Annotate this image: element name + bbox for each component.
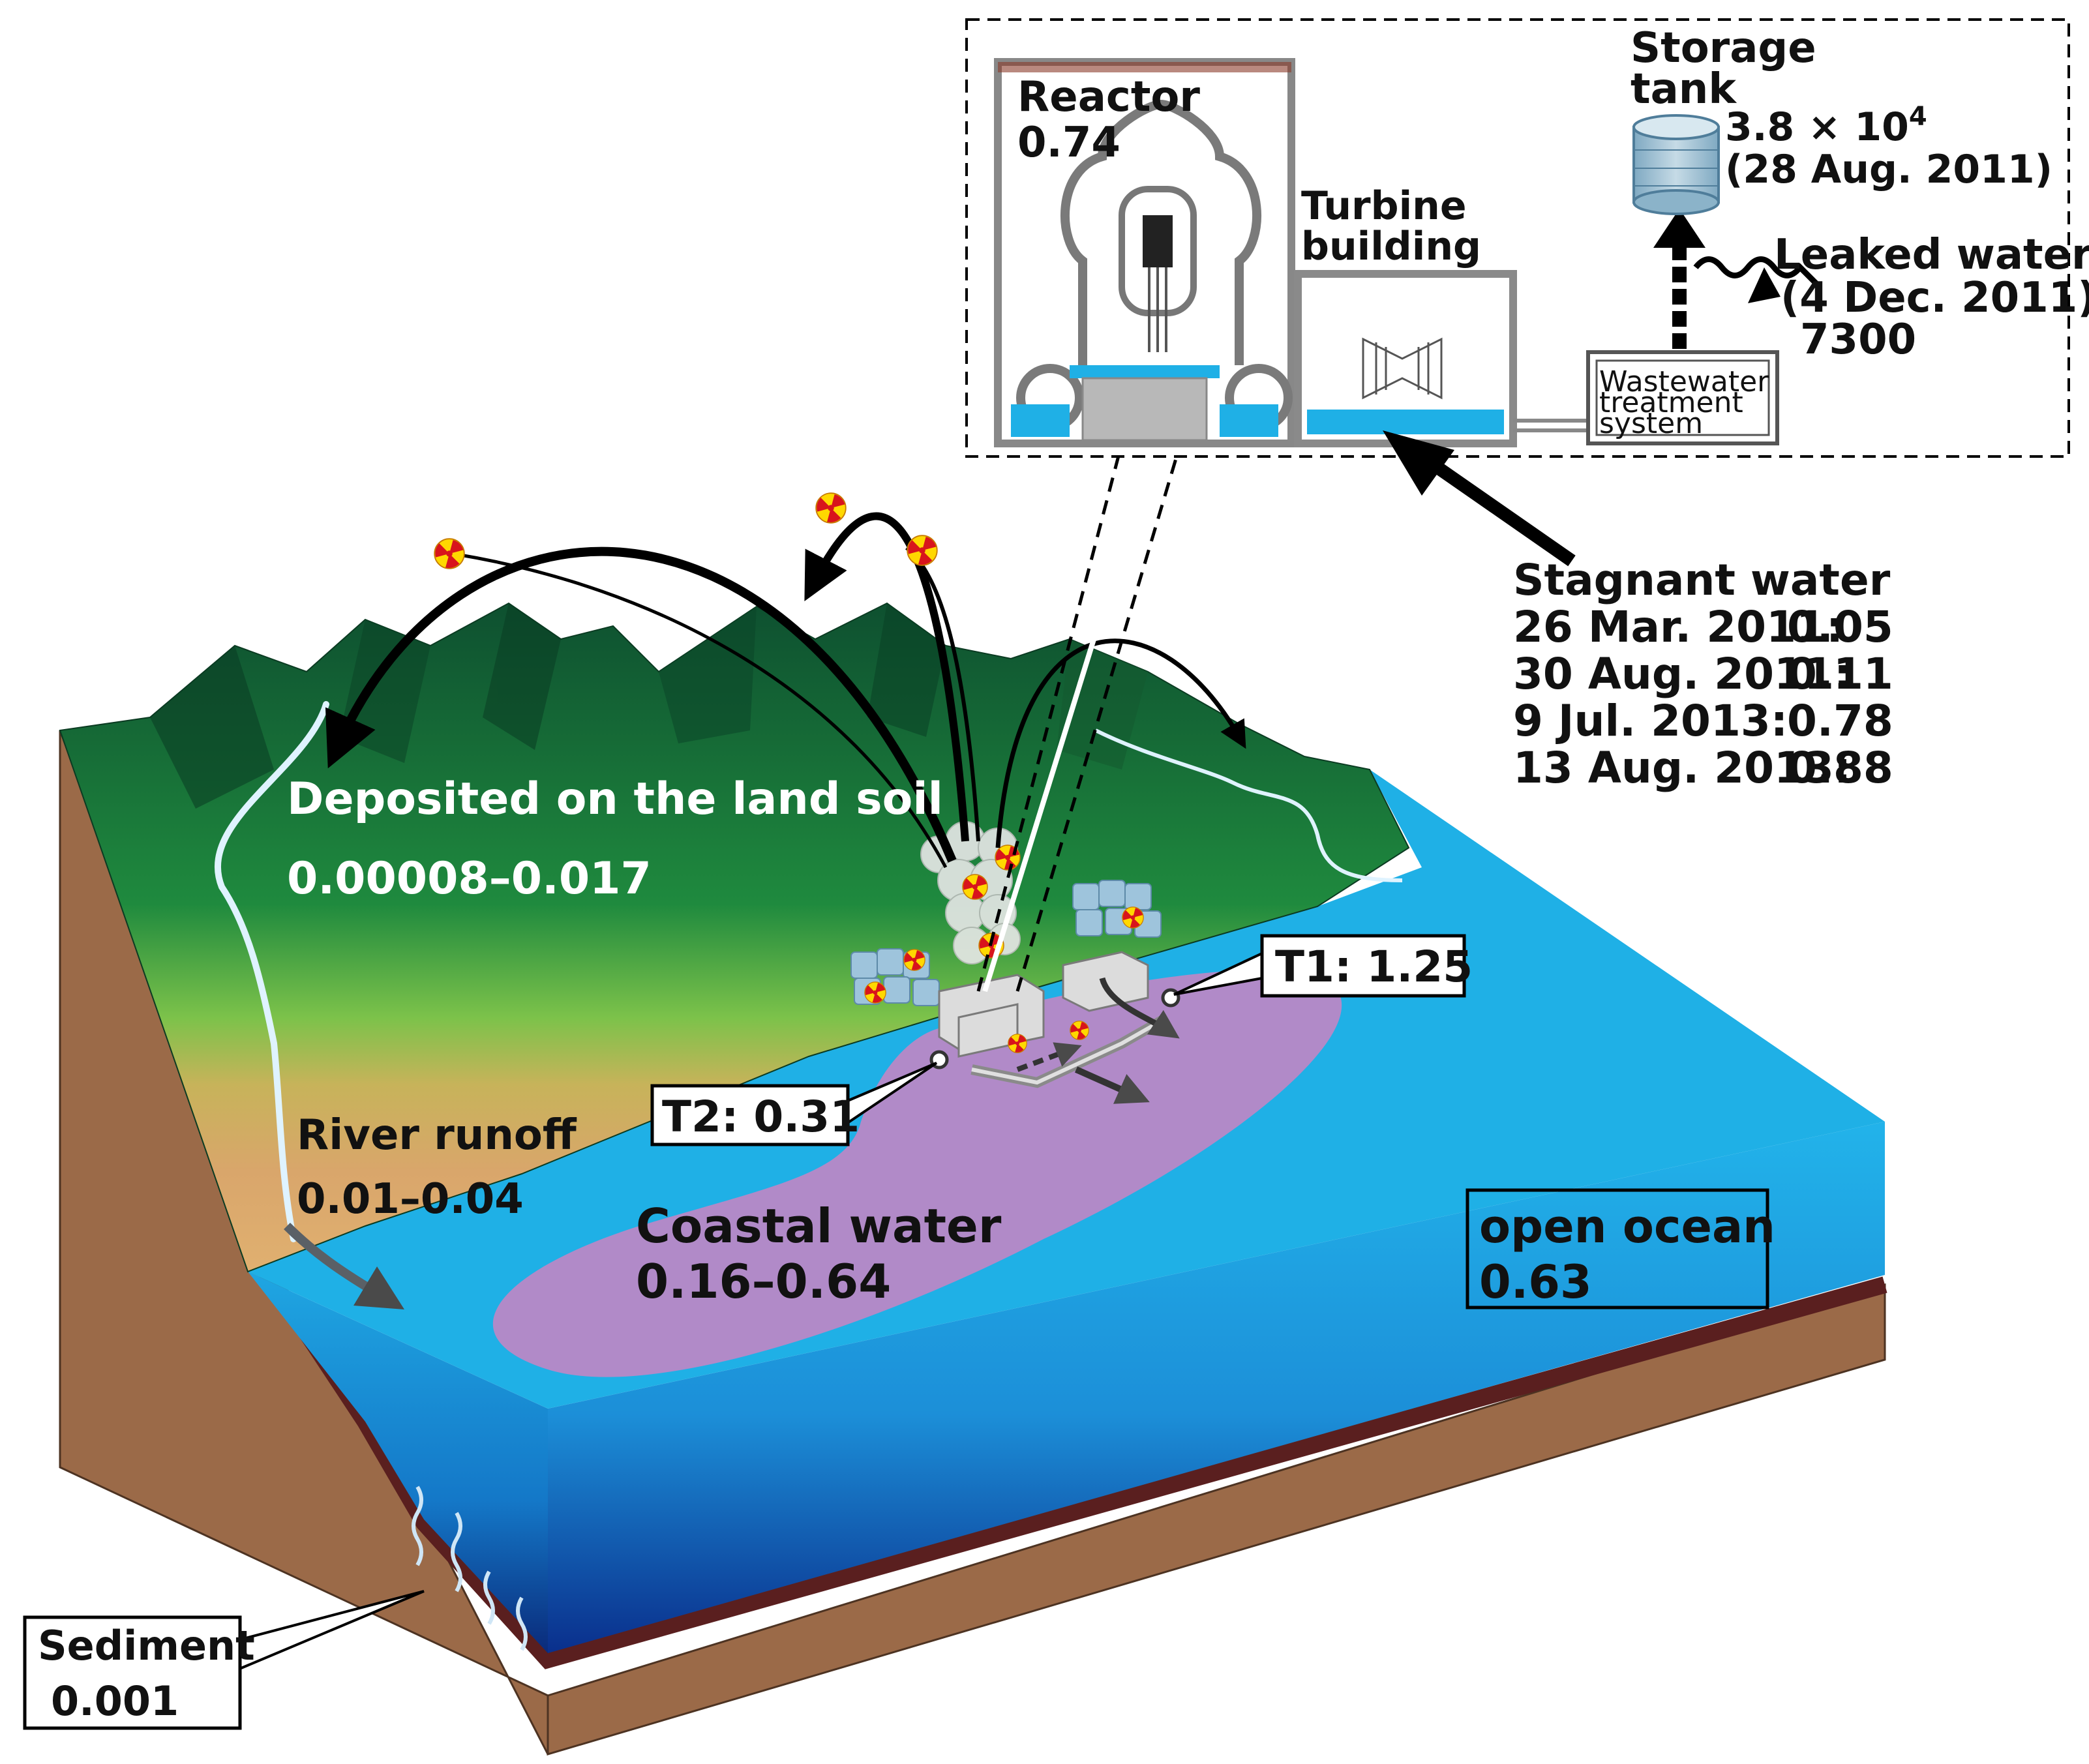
ocean-front-face: [548, 1122, 1885, 1653]
deposition-arc-left: [325, 546, 957, 863]
stagnant-row-value-3: 0.88: [1787, 743, 1893, 793]
wastewater-line-2: treatment: [1599, 386, 1743, 419]
earth-bottom-face: [547, 1283, 1886, 1756]
sediment-pointer: [237, 1590, 425, 1672]
leak-arrow: [1693, 256, 1822, 290]
turbine-title-2: building: [1301, 224, 1481, 269]
river-right: [1094, 728, 1403, 882]
storage-tank-value: 3.8 × 104: [1725, 102, 1927, 150]
ocean-side-face: [248, 1272, 548, 1653]
open-ocean-value: 0.63: [1479, 1255, 1592, 1309]
storage-tank-date: (28 Aug. 2011): [1725, 147, 2052, 192]
sediment-title: Sediment: [38, 1622, 255, 1669]
coastal-water-value: 0.16–0.64: [636, 1254, 891, 1309]
t2-label: T2: 0.31: [662, 1092, 860, 1142]
river-runoff-title: River runoff: [297, 1111, 577, 1159]
wastewater-box: [1586, 350, 1779, 445]
t1-box: [1260, 934, 1466, 998]
facility-inset: Reactor 0.74 Turbine building Wastewater…: [965, 18, 2089, 458]
wastewater-line-3: system: [1599, 407, 1703, 440]
mountain-facets: [150, 603, 1148, 809]
sediment-squiggles: [412, 1486, 528, 1651]
storage-tank-title-1: Storage: [1631, 24, 1816, 72]
sediment-box: [23, 1615, 242, 1730]
turbine-title-1: Turbine: [1301, 183, 1467, 229]
terrain-block: [59, 602, 1887, 1756]
stagnant-row-date-3: 13 Aug. 2013:: [1513, 743, 1851, 793]
turbine-icon: [1362, 337, 1443, 400]
open-ocean-box: [1465, 1188, 1769, 1309]
stagnant-row-value-0: 0.05: [1787, 602, 1893, 652]
discharge-arrow-1: [1016, 1042, 1082, 1072]
leaked-water-date: (4 Dec. 2011): [1781, 274, 2089, 322]
open-ocean-title: open ocean: [1479, 1200, 1775, 1253]
stagnant-water-title: Stagnant water: [1513, 555, 1891, 605]
radiation-icon: [815, 492, 847, 524]
stagnant-row-value-1: 0.11: [1787, 649, 1893, 699]
discharge-arrow-3: [1099, 977, 1180, 1039]
storage-tank-value-base: 3.8 × 10: [1725, 104, 1909, 150]
zoom-lines: [976, 443, 1182, 992]
river-runoff-arrow: [284, 1223, 405, 1310]
wastewater-line-1: Wastewater: [1599, 365, 1769, 398]
storage-tank-title-2: tank: [1631, 65, 1737, 113]
t1-label: T1: 1.25: [1275, 942, 1473, 992]
leaked-water-title: Leaked water: [1774, 231, 2089, 279]
t2-box: [650, 1084, 850, 1146]
tank-cluster-left: [850, 948, 940, 1006]
sediment-value: 0.001: [51, 1677, 179, 1725]
stagnant-row-date-1: 30 Aug. 2011:: [1513, 649, 1851, 699]
storage-tank-icon: [1632, 114, 1720, 215]
stagnant-row-date-0: 26 Mar. 2011:: [1513, 602, 1843, 652]
reactor-title: Reactor: [1017, 73, 1200, 121]
leaked-water-value: 7300: [1800, 316, 1916, 364]
reactor-water: [1011, 404, 1070, 437]
stagnant-row-value-2: 0.78: [1787, 696, 1893, 746]
coastal-water-title: Coastal water: [636, 1199, 1002, 1253]
stagnant-arrow: [1418, 451, 1576, 567]
deposited-value: 0.00008–0.017: [287, 853, 652, 904]
zoom-center: [982, 442, 1157, 993]
reactor-value: 0.74: [1017, 119, 1120, 167]
pipe: [1513, 419, 1591, 432]
radiation-icon: [434, 538, 465, 569]
storage-tank-value-exp: 4: [1909, 102, 1927, 132]
deposition-arc-right: [995, 638, 1246, 848]
deposited-title: Deposited on the land soil: [287, 773, 943, 825]
stagnant-row-date-2: 9 Jul. 2013:: [1513, 696, 1788, 746]
tank-cluster-right: [1072, 879, 1162, 938]
reactor-vessel: [1119, 186, 1197, 352]
discharge-arrow-2: [1074, 1066, 1150, 1104]
coastal-plume: [492, 970, 1342, 1377]
river-runoff-value: 0.01–0.04: [297, 1175, 524, 1223]
stagnant-water-block: Stagnant water 26 Mar. 2011: 0.05 30 Aug…: [1513, 555, 1893, 793]
river: [214, 701, 329, 1242]
